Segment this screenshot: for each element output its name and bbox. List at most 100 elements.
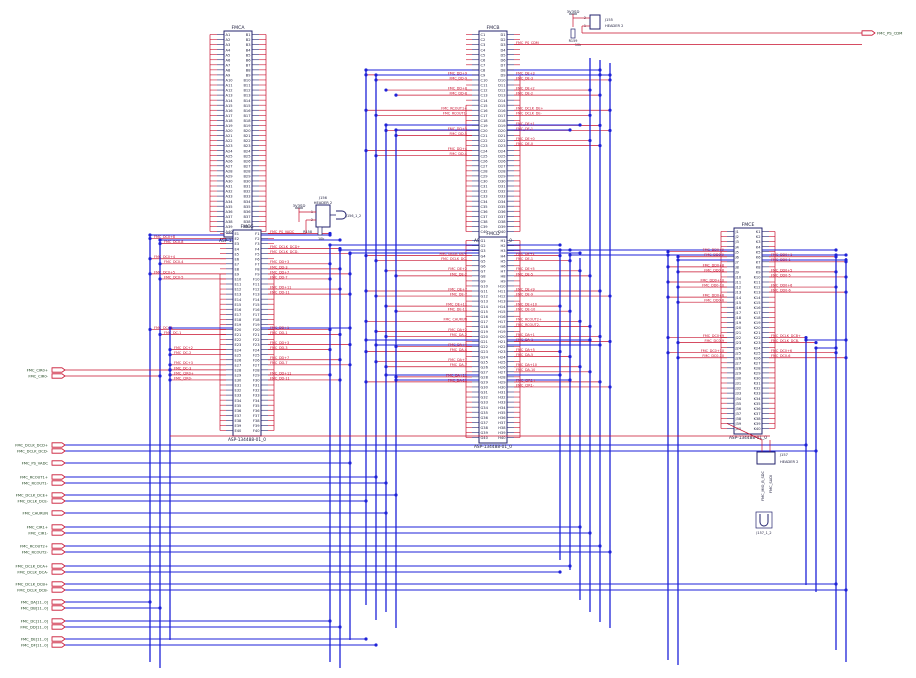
offpage-port-icon[interactable]: FMC_DF[11..0] — [21, 642, 66, 648]
net-label: FMC_DA+7 — [448, 358, 467, 362]
pin-label: E40 — [235, 429, 243, 433]
pin-label: D2 — [500, 38, 505, 42]
pin-label: G8 — [481, 274, 487, 278]
pin-label: K2 — [756, 235, 761, 239]
net-label: FMC_DD0+10 — [701, 278, 724, 282]
offpage-port-icon[interactable]: FMC_CIR1+ — [27, 524, 66, 530]
junction-dot — [168, 368, 172, 372]
offpage-port-icon[interactable]: FMC_DE[11..0] — [21, 636, 66, 642]
pin-label: K32 — [754, 387, 761, 391]
offpage-port-icon[interactable]: FMC_DCLK_DCA+ — [16, 563, 66, 569]
junction-dot — [676, 258, 680, 262]
port-shape — [51, 599, 66, 605]
junction-dot — [676, 356, 680, 360]
offpage-port-icon[interactable]: FMC_DD[11..0] — [20, 624, 66, 630]
pin-label: A10 — [226, 79, 234, 83]
net-label: FMC_DE-3 — [516, 76, 533, 80]
offpage-port-icon[interactable]: FMC_DCLK_DCB+ — [16, 581, 66, 587]
net-label: FMC_DC0+10 — [701, 349, 724, 353]
offpage-port-icon[interactable]: FMC_PS_VADC — [22, 460, 66, 466]
junction-dot — [158, 277, 162, 281]
port-shape — [51, 530, 66, 536]
offpage-port-icon[interactable]: FMC_RCOUT1- — [22, 480, 66, 486]
pin-label: E7 — [235, 262, 240, 266]
junction-dot — [348, 251, 352, 255]
junction-dot — [588, 370, 592, 374]
pin-label: E2 — [235, 237, 240, 241]
pin-label: K30 — [754, 377, 762, 381]
offpage-port-icon[interactable]: FMC_RCOUT1+ — [20, 474, 66, 480]
pin-label: A20 — [226, 129, 234, 133]
pin-label: B20 — [243, 129, 251, 133]
pin-label: J19 — [735, 321, 742, 325]
offpage-port-icon[interactable]: FMC_DCLK_DCB- — [17, 587, 66, 593]
pin-label: K17 — [754, 311, 761, 315]
pin-label: E23 — [235, 343, 242, 347]
pin-label: J1 — [735, 230, 739, 234]
offpage-port-icon[interactable]: FMC_DB[11..0] — [21, 605, 66, 611]
offpage-port-icon[interactable]: FMC_RCOUT2+ — [20, 543, 66, 549]
pin-label: C36 — [481, 210, 489, 214]
net-label: FMC_DA+11 — [446, 373, 467, 377]
connector-name: FMCB — [487, 25, 500, 31]
junction-dot — [348, 461, 352, 465]
offpage-port-icon[interactable]: FMC_RCOUT2- — [22, 549, 66, 555]
net-label: FMC_DD-4 — [449, 152, 467, 156]
pin-label: G40 — [481, 436, 489, 440]
junction-dot — [394, 128, 398, 132]
offpage-port-icon[interactable]: FMC_DC[11..0] — [21, 618, 66, 624]
offpage-port-icon[interactable]: FMC_DA[11..0] — [21, 599, 66, 605]
pin-label: E6 — [235, 257, 240, 261]
pin-label: G26 — [481, 365, 489, 369]
offpage-port-icon[interactable]: FMC_DCLK_DCE+ — [16, 492, 66, 498]
net-label: FMC_DE-1 — [516, 257, 533, 261]
pin-label: E5 — [235, 252, 240, 256]
junction-dot — [666, 351, 670, 355]
offpage-port-icon[interactable]: FMC_DCLK_DCE- — [17, 498, 66, 504]
offpage-port-icon[interactable]: FMC_DCLK_DCA- — [17, 569, 66, 575]
port-shape — [51, 569, 66, 575]
junction-dot — [588, 88, 592, 92]
offpage-port-icon[interactable]: FMC_DCLK_DCD- — [17, 448, 66, 454]
pin-label: H30 — [498, 386, 506, 390]
offpage-port-icon[interactable]: FMC_CAURUN — [22, 510, 66, 516]
junction-dot — [588, 274, 592, 278]
offpage-port-icon[interactable]: FMC_CIR0- — [28, 373, 66, 379]
junction-dot — [328, 262, 332, 266]
pin-label: F16 — [253, 308, 260, 312]
net-label: FMC_DD+11 — [270, 371, 291, 375]
junction-dot — [844, 275, 848, 279]
junction-dot — [374, 329, 378, 333]
layer-labels: FMC_DC0+8FMC_DC0-8FMC_DC0+4FMC_DC0-4FMC_… — [154, 41, 801, 387]
junction-dot — [598, 289, 602, 293]
pin-label: C20 — [481, 129, 489, 133]
offpage-port-icon[interactable]: FMC_PS_CDM — [861, 30, 902, 36]
junction-dot — [384, 511, 388, 515]
pin-label: F1 — [255, 232, 259, 236]
pin-label: K28 — [754, 366, 762, 370]
pin-label: A40 — [226, 230, 234, 234]
net-label: FMC_DA-5 — [516, 353, 533, 357]
pin-label: G11 — [481, 290, 488, 294]
net-label: FMC_DD0+1 — [771, 253, 792, 257]
net-label: FMC_PS_VADC — [270, 230, 295, 234]
offpage-port-icon[interactable]: FMC_DCLK_DCD+ — [15, 442, 66, 448]
pin-label: H17 — [498, 320, 505, 324]
pin-label: K27 — [754, 361, 761, 365]
pin-label: G16 — [481, 315, 489, 319]
pin-label: F20 — [253, 328, 260, 332]
jumper-body — [755, 511, 773, 529]
offpage-port-icon[interactable]: FMC_CIR1- — [28, 530, 66, 536]
junction-dot — [168, 378, 172, 382]
pin-label: B28 — [243, 169, 251, 173]
pin-label: J9 — [735, 271, 740, 275]
net-label: FMC_DD0+9 — [703, 248, 724, 252]
pin-label: J24 — [735, 346, 742, 350]
port-label: FMC_CAURUN — [22, 511, 48, 515]
junction-dot — [348, 343, 352, 347]
pin-label: K34 — [754, 397, 762, 401]
pin-label: A18 — [226, 119, 234, 123]
part-designator: J156_1_2 — [345, 214, 361, 218]
offpage-port-icon[interactable]: FMC_CIR0+ — [27, 367, 66, 373]
